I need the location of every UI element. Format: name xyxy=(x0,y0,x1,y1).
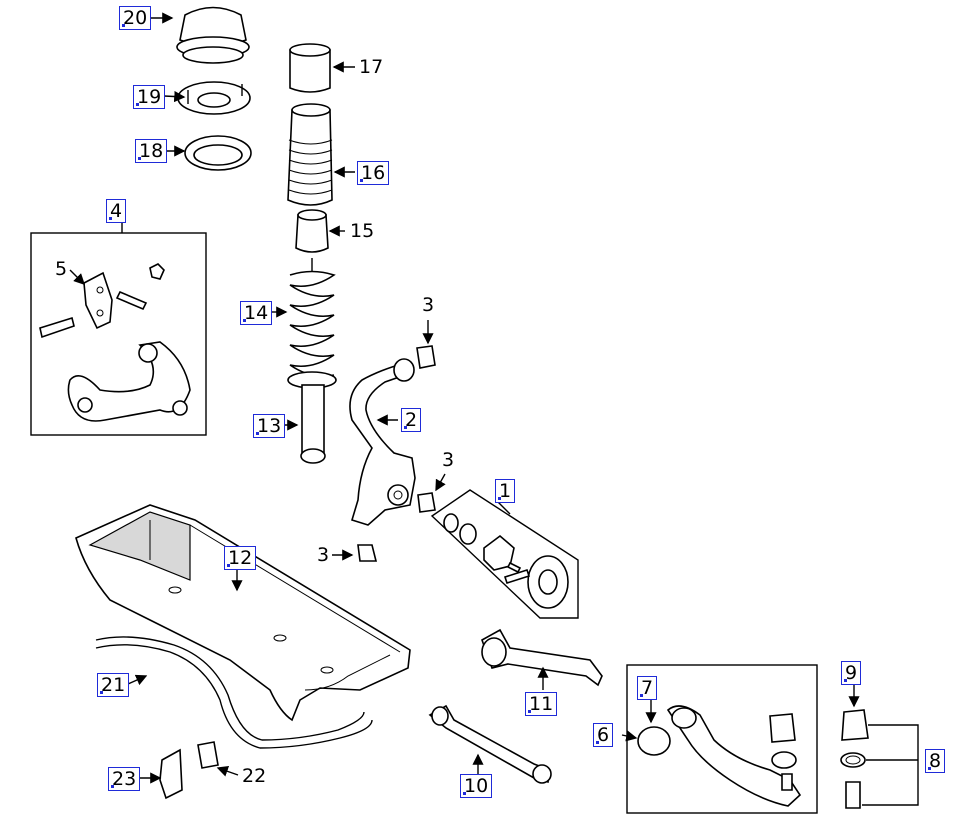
knuckle-2[interactable] xyxy=(349,358,416,526)
stabilizer-bushing-22[interactable] xyxy=(197,741,219,769)
callout-3-lower: 3 xyxy=(317,544,330,566)
callout-3-middle: 3 xyxy=(442,449,455,471)
crossmember-12[interactable] xyxy=(75,504,411,722)
coil-spring-14[interactable] xyxy=(287,258,337,389)
callout-6[interactable]: 6 xyxy=(593,723,614,747)
callout-2[interactable]: 2 xyxy=(401,408,422,432)
callout-17: 17 xyxy=(359,56,384,78)
strut-13[interactable] xyxy=(300,384,326,464)
dust-cap-17[interactable] xyxy=(289,43,331,93)
bump-stop-15[interactable] xyxy=(295,209,329,253)
ball-joint-parts-8 xyxy=(840,709,919,809)
callout-22: 22 xyxy=(242,765,267,787)
bearing-ring-18[interactable] xyxy=(184,135,252,171)
callout-23[interactable]: 23 xyxy=(108,767,141,791)
hub-assembly-box-1 xyxy=(430,489,579,619)
bearing-plate-19[interactable] xyxy=(177,81,251,115)
stabilizer-bar-21[interactable] xyxy=(95,636,373,749)
callout-3-upper: 3 xyxy=(422,294,435,316)
callout-7[interactable]: 7 xyxy=(637,676,658,700)
stabilizer-bracket-23[interactable] xyxy=(159,748,183,800)
leader-lines xyxy=(69,12,860,784)
callout-11[interactable]: 11 xyxy=(525,692,558,716)
callout-18[interactable]: 18 xyxy=(135,139,168,163)
callout-4[interactable]: 4 xyxy=(106,199,127,223)
callout-13[interactable]: 13 xyxy=(253,414,286,438)
lateral-link-11[interactable] xyxy=(481,628,603,687)
dust-boot-16[interactable] xyxy=(287,103,333,206)
callout-9[interactable]: 9 xyxy=(841,661,862,685)
bushing-3-lower[interactable] xyxy=(357,544,378,562)
callout-12[interactable]: 12 xyxy=(224,546,257,570)
lower-arm-box-6 xyxy=(626,664,818,814)
callout-16[interactable]: 16 xyxy=(357,161,390,185)
callout-5: 5 xyxy=(55,258,68,280)
trailing-link-10[interactable] xyxy=(428,704,552,784)
bushing-3-middle[interactable] xyxy=(417,492,436,513)
callout-1[interactable]: 1 xyxy=(495,479,516,503)
callout-8[interactable]: 8 xyxy=(925,749,946,773)
callout-10[interactable]: 10 xyxy=(460,774,493,798)
callout-19[interactable]: 19 xyxy=(133,85,166,109)
callout-15: 15 xyxy=(350,220,375,242)
bushing-3-upper[interactable] xyxy=(416,345,436,369)
upper-arm-box-4 xyxy=(30,222,207,436)
strut-mount-20[interactable] xyxy=(176,6,250,64)
callout-20[interactable]: 20 xyxy=(119,6,152,30)
callout-21[interactable]: 21 xyxy=(97,673,130,697)
callout-14[interactable]: 14 xyxy=(240,301,273,325)
